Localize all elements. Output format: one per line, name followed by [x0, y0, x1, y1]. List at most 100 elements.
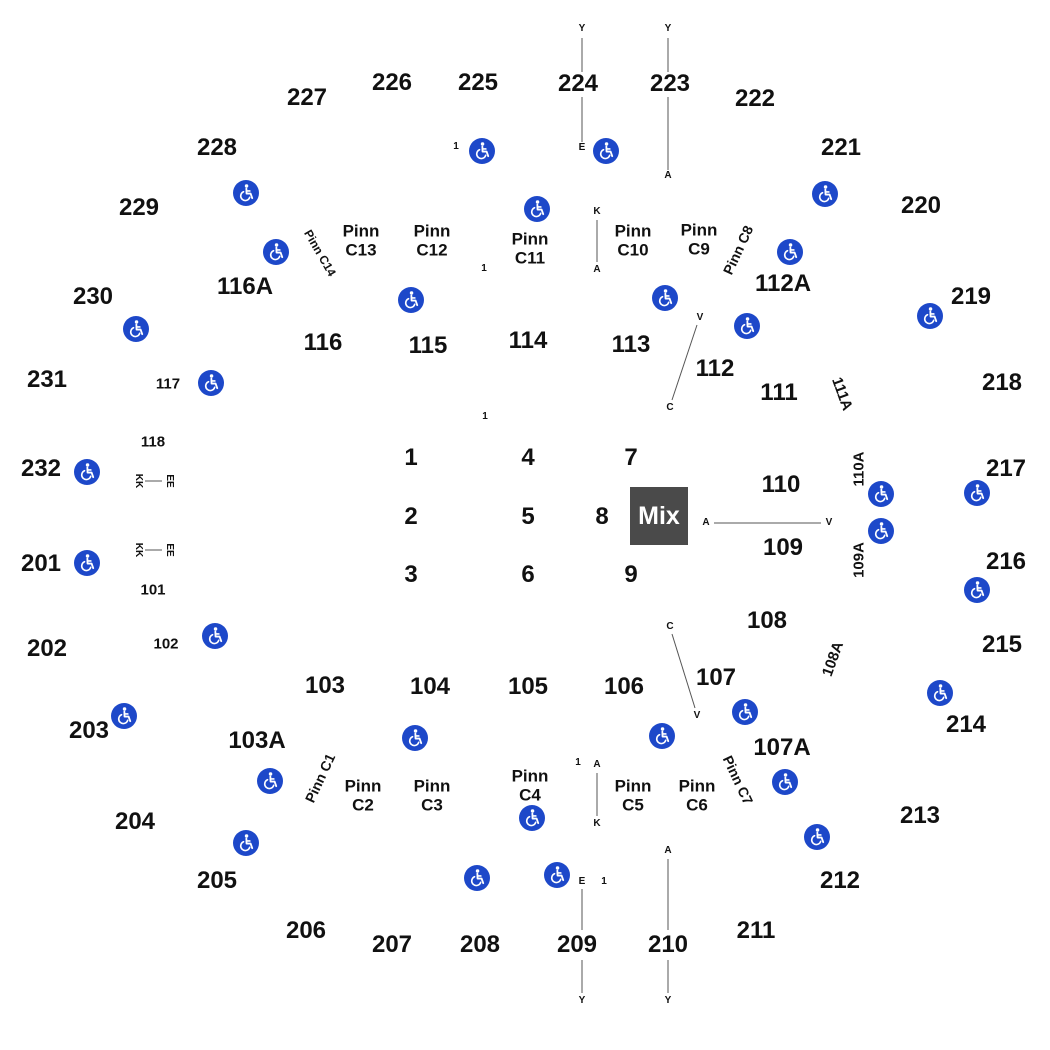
section-209[interactable]: 209	[556, 931, 598, 958]
wheelchair-icon[interactable]	[772, 769, 798, 795]
wheelchair-icon[interactable]	[257, 768, 283, 794]
section-220[interactable]: 220	[900, 192, 942, 219]
wheelchair-icon[interactable]	[469, 138, 495, 164]
section-103a[interactable]: 103A	[228, 727, 286, 754]
section-229[interactable]: 229	[118, 194, 160, 221]
section-212[interactable]: 212	[819, 867, 861, 894]
wheelchair-icon[interactable]	[233, 830, 259, 856]
section-221[interactable]: 221	[820, 134, 862, 161]
section-4[interactable]: 4	[521, 444, 535, 471]
wheelchair-icon[interactable]	[74, 459, 100, 485]
section-208[interactable]: 208	[459, 931, 501, 958]
section-110a[interactable]: 110A	[850, 451, 868, 487]
wheelchair-icon[interactable]	[964, 480, 990, 506]
section-227[interactable]: 227	[286, 84, 328, 111]
wheelchair-icon[interactable]	[123, 316, 149, 342]
wheelchair-icon[interactable]	[777, 239, 803, 265]
section-108[interactable]: 108	[746, 607, 788, 634]
section-103[interactable]: 103	[304, 672, 346, 699]
section-202[interactable]: 202	[26, 635, 68, 662]
wheelchair-icon[interactable]	[519, 805, 545, 831]
section-217[interactable]: 217	[985, 455, 1027, 482]
wheelchair-icon[interactable]	[524, 196, 550, 222]
section-101[interactable]: 101	[140, 581, 166, 599]
section-231[interactable]: 231	[26, 366, 68, 393]
wheelchair-icon[interactable]	[868, 481, 894, 507]
section-211[interactable]: 211	[736, 917, 776, 944]
section-201[interactable]: 201	[20, 550, 62, 577]
section-116a[interactable]: 116A	[216, 273, 274, 300]
section-213[interactable]: 213	[899, 802, 941, 829]
section-210[interactable]: 210	[647, 931, 689, 958]
section-111[interactable]: 111	[760, 379, 798, 406]
wheelchair-icon[interactable]	[202, 623, 228, 649]
section-232[interactable]: 232	[20, 455, 62, 482]
section-116[interactable]: 116	[303, 329, 343, 356]
wheelchair-icon[interactable]	[398, 287, 424, 313]
section-223[interactable]: 223	[649, 70, 691, 97]
section-104[interactable]: 104	[409, 673, 451, 700]
section-224[interactable]: 224	[557, 70, 599, 97]
wheelchair-icon[interactable]	[927, 680, 953, 706]
wheelchair-icon[interactable]	[734, 313, 760, 339]
section-206[interactable]: 206	[285, 917, 327, 944]
section-117[interactable]: 117	[155, 375, 181, 393]
section-203[interactable]: 203	[68, 717, 110, 744]
wheelchair-icon[interactable]	[812, 181, 838, 207]
wheelchair-icon[interactable]	[649, 723, 675, 749]
wheelchair-icon[interactable]	[732, 699, 758, 725]
section-107a[interactable]: 107A	[753, 734, 811, 761]
section-105[interactable]: 105	[507, 673, 549, 700]
section-109[interactable]: 109	[762, 534, 804, 561]
mix-position[interactable]: Mix	[630, 487, 688, 545]
section-5[interactable]: 5	[521, 503, 535, 530]
section-115[interactable]: 115	[408, 332, 448, 359]
section-216[interactable]: 216	[985, 548, 1027, 575]
wheelchair-icon[interactable]	[804, 824, 830, 850]
section-110[interactable]: 110	[761, 471, 801, 498]
section-8[interactable]: 8	[595, 503, 609, 530]
section-107[interactable]: 107	[695, 664, 737, 691]
section-218[interactable]: 218	[981, 369, 1023, 396]
wheelchair-icon[interactable]	[233, 180, 259, 206]
section-114[interactable]: 114	[508, 327, 548, 354]
section-230[interactable]: 230	[72, 283, 114, 310]
wheelchair-icon[interactable]	[544, 862, 570, 888]
section-2[interactable]: 2	[404, 503, 418, 530]
section-118[interactable]: 118	[140, 433, 166, 451]
wheelchair-icon[interactable]	[263, 239, 289, 265]
wheelchair-icon[interactable]	[402, 725, 428, 751]
section-9[interactable]: 9	[624, 561, 638, 588]
section-6[interactable]: 6	[521, 561, 535, 588]
section-214[interactable]: 214	[945, 711, 987, 738]
section-204[interactable]: 204	[114, 808, 156, 835]
section-219[interactable]: 219	[950, 283, 992, 310]
section-207[interactable]: 207	[371, 931, 413, 958]
wheelchair-icon[interactable]	[111, 703, 137, 729]
section-228[interactable]: 228	[196, 134, 238, 161]
section-1[interactable]: 1	[404, 444, 418, 471]
section-3[interactable]: 3	[404, 561, 418, 588]
section-225[interactable]: 225	[457, 69, 499, 96]
section-222[interactable]: 222	[734, 85, 776, 112]
section-7[interactable]: 7	[624, 444, 638, 471]
wheelchair-icon[interactable]	[464, 865, 490, 891]
section-109a[interactable]: 109A	[850, 542, 868, 578]
section-112a[interactable]: 112A	[754, 270, 812, 297]
section-106[interactable]: 106	[603, 673, 645, 700]
wheelchair-icon[interactable]	[74, 550, 100, 576]
section-205[interactable]: 205	[196, 867, 238, 894]
wheelchair-icon[interactable]	[652, 285, 678, 311]
wheelchair-icon[interactable]	[964, 577, 990, 603]
wheelchair-icon[interactable]	[868, 518, 894, 544]
section-226[interactable]: 226	[371, 69, 413, 96]
section-113[interactable]: 113	[611, 331, 651, 358]
